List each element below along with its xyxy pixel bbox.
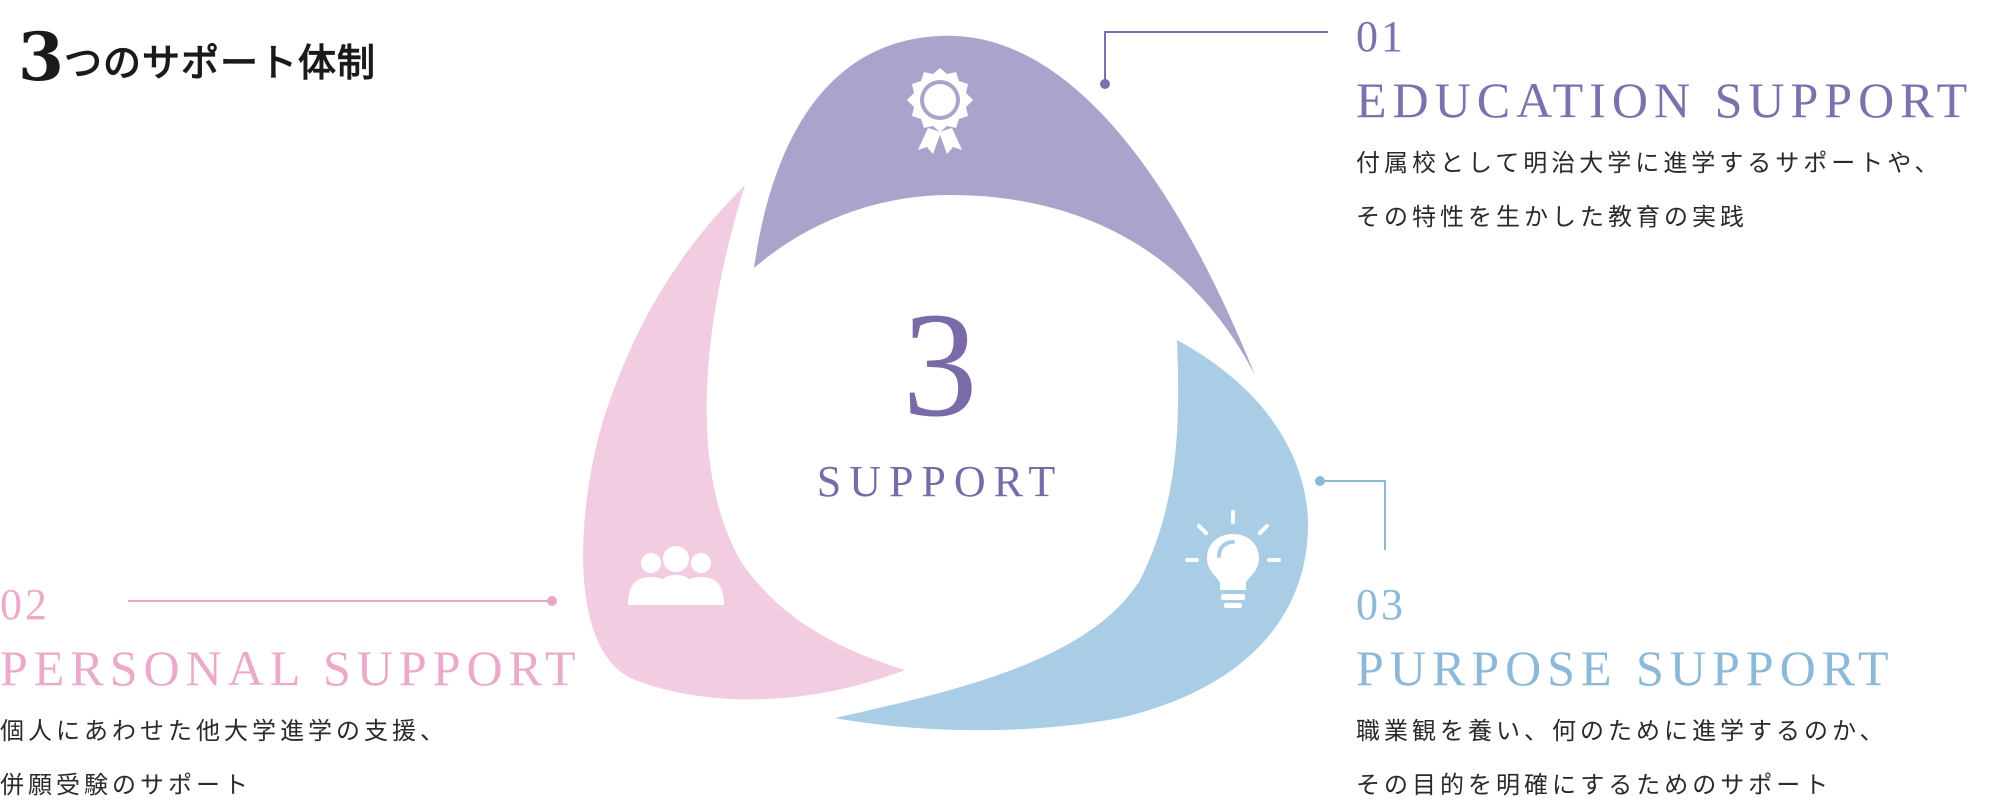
support-block-personal: 02 PERSONAL SUPPORT 個人にあわせた他大学進学の支援、 併願受… <box>0 580 582 812</box>
award-ribbon-icon <box>907 68 973 154</box>
connector-line-03 <box>1320 480 1386 550</box>
page-title: 3つのサポート体制 <box>18 18 376 96</box>
support-description-line: その特性を生かした教育の実践 <box>1356 203 1748 231</box>
connector-line-01 <box>1104 31 1328 84</box>
people-group-icon <box>628 546 724 605</box>
education-lobe <box>754 35 1255 375</box>
support-block-purpose: 03 PURPOSE SUPPORT 職業観を養い、何のために進学するのか、 そ… <box>1356 580 1895 812</box>
support-description: 職業観を養い、何のために進学するのか、 その目的を明確にするためのサポート <box>1356 704 1895 812</box>
purpose-lobe <box>835 340 1309 731</box>
support-number: 02 <box>0 580 50 629</box>
support-block-education: 01 EDUCATION SUPPORT 付属校として明治大学に進学するサポート… <box>1356 12 1973 244</box>
support-description-line: 個人にあわせた他大学進学の支援、 <box>0 717 448 745</box>
support-number: 03 <box>1356 580 1406 629</box>
page-title-number: 3 <box>18 18 64 96</box>
support-description: 個人にあわせた他大学進学の支援、 併願受験のサポート <box>0 704 582 812</box>
support-description: 付属校として明治大学に進学するサポートや、 その特性を生かした教育の実践 <box>1356 136 1973 244</box>
center-number: 3 <box>902 282 978 448</box>
support-description-line: 併願受験のサポート <box>0 771 252 799</box>
support-title: PURPOSE SUPPORT <box>1356 640 1895 696</box>
support-title: EDUCATION SUPPORT <box>1356 72 1974 128</box>
lightbulb-icon <box>1185 510 1281 608</box>
connector-dot-03 <box>1315 476 1325 486</box>
support-description-line: 付属校として明治大学に進学するサポートや、 <box>1356 149 1943 177</box>
support-description-line: 職業観を養い、何のために進学するのか、 <box>1356 717 1888 745</box>
connector-dot-02 <box>547 596 557 606</box>
support-title: PERSONAL SUPPORT <box>0 640 582 696</box>
support-description-line: その目的を明確にするためのサポート <box>1356 771 1833 799</box>
center-label: SUPPORT <box>816 457 1064 506</box>
support-number: 01 <box>1356 12 1406 61</box>
page-title-text: つのサポート体制 <box>63 40 376 85</box>
connector-dot-01 <box>1100 79 1110 89</box>
personal-lobe <box>583 185 905 700</box>
